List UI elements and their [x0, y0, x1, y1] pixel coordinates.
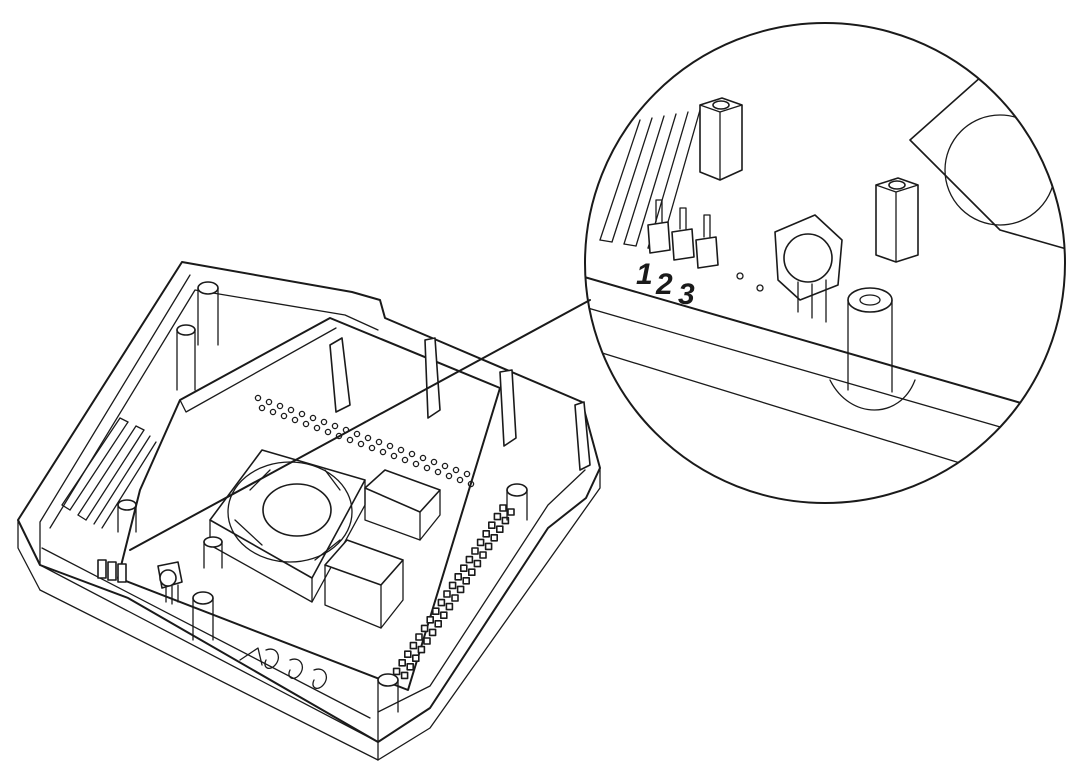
gpio-pin [408, 450, 416, 458]
gpio-header-top [254, 394, 475, 488]
gpio-pin [346, 436, 354, 444]
gpio-pin [392, 667, 401, 676]
gpio-pin [398, 658, 407, 667]
gpio-pin [375, 438, 383, 446]
gpio-pin [465, 555, 474, 564]
gpio-pin [409, 641, 418, 650]
gpio-pin [324, 428, 332, 436]
heatsink-fins-left [61, 417, 157, 529]
gpio-pin [258, 404, 266, 412]
gpio-pin [353, 430, 361, 438]
gpio-pin [331, 422, 339, 430]
cooling-fan [209, 449, 366, 603]
gpio-pin [368, 444, 376, 452]
gpio-pin [434, 619, 443, 628]
gpio-pin [448, 581, 457, 590]
gpio-pin [412, 460, 420, 468]
gpio-pin [386, 442, 394, 450]
gpio-pin [320, 418, 328, 426]
pin-label-2: 2 [655, 268, 673, 301]
zoom-circle-outline [584, 22, 1066, 504]
pin-header-small [97, 559, 127, 583]
gpio-pin [430, 458, 438, 466]
gpio-pin [482, 529, 491, 538]
gpio-pin [403, 650, 412, 659]
heatsink-block-2 [324, 539, 404, 629]
gpio-pin [462, 576, 471, 585]
circuit-board [117, 317, 501, 691]
gpio-pin [415, 633, 423, 641]
case-enclosure [17, 261, 601, 761]
gpio-pin [467, 568, 476, 577]
standoff-posts [117, 281, 528, 713]
gpio-pin [456, 476, 464, 484]
gpio-pin [431, 607, 440, 616]
gpio-pin [397, 446, 405, 454]
leader-line [129, 299, 591, 551]
gpio-pin [287, 406, 295, 414]
gpio-pin [265, 398, 273, 406]
gpio-pin [434, 468, 442, 476]
gpio-pin [507, 508, 515, 516]
clip-tabs [329, 337, 591, 471]
gpio-pin [471, 547, 479, 555]
gpio-pin [479, 551, 487, 559]
gpio-pin [276, 402, 284, 410]
gpio-pin [298, 410, 306, 418]
gpio-pin [456, 585, 465, 594]
gpio-pin [467, 480, 475, 488]
gpio-pin [420, 624, 429, 633]
gpio-pin [417, 645, 426, 654]
gpio-pin [439, 611, 448, 620]
gpio-pin [428, 628, 437, 637]
gpio-pin [400, 671, 409, 680]
gpio-pin [499, 504, 507, 512]
gpio-pin [313, 424, 321, 432]
gpio-pin [490, 533, 499, 542]
gpio-pin [445, 602, 454, 611]
gpio-pin [495, 525, 504, 534]
gpio-pin [357, 440, 365, 448]
gpio-pin [390, 452, 398, 460]
gpio-pin [451, 594, 459, 602]
gpio-pin [423, 637, 431, 645]
gpio-pin [443, 590, 451, 598]
gpio-pin [493, 512, 502, 521]
gpio-pin [426, 615, 435, 624]
gpio-header-right [392, 504, 515, 680]
gpio-pin [454, 572, 463, 581]
gpio-pin [487, 521, 496, 530]
pin-label-1: 1 [636, 258, 653, 291]
gpio-pin [291, 416, 299, 424]
ir-receiver-small [157, 561, 183, 605]
gpio-pin [484, 542, 493, 551]
gpio-pin [309, 414, 317, 422]
gpio-pin [501, 516, 510, 525]
gpio-pin [411, 654, 420, 663]
gpio-pin [302, 420, 310, 428]
gpio-pin [379, 448, 387, 456]
gpio-pin [254, 394, 262, 402]
gpio-pin [445, 472, 453, 480]
gpio-pin [364, 434, 372, 442]
gpio-pin [441, 462, 449, 470]
gpio-pin [437, 598, 446, 607]
gpio-pin [406, 662, 415, 671]
gpio-pin [280, 412, 288, 420]
gpio-pin [419, 454, 427, 462]
gpio-pin [452, 466, 460, 474]
gpio-pin [476, 538, 485, 547]
gpio-pin [463, 470, 471, 478]
pin-label-3: 3 [678, 278, 695, 311]
gpio-pin [269, 408, 277, 416]
gpio-pin [459, 564, 468, 573]
heatsink-block-1 [364, 469, 441, 541]
front-emboss [239, 647, 328, 689]
gpio-pin [401, 456, 409, 464]
gpio-pin [473, 559, 482, 568]
gpio-pin [423, 464, 431, 472]
pin-labels: 1 2 3 [636, 258, 695, 311]
